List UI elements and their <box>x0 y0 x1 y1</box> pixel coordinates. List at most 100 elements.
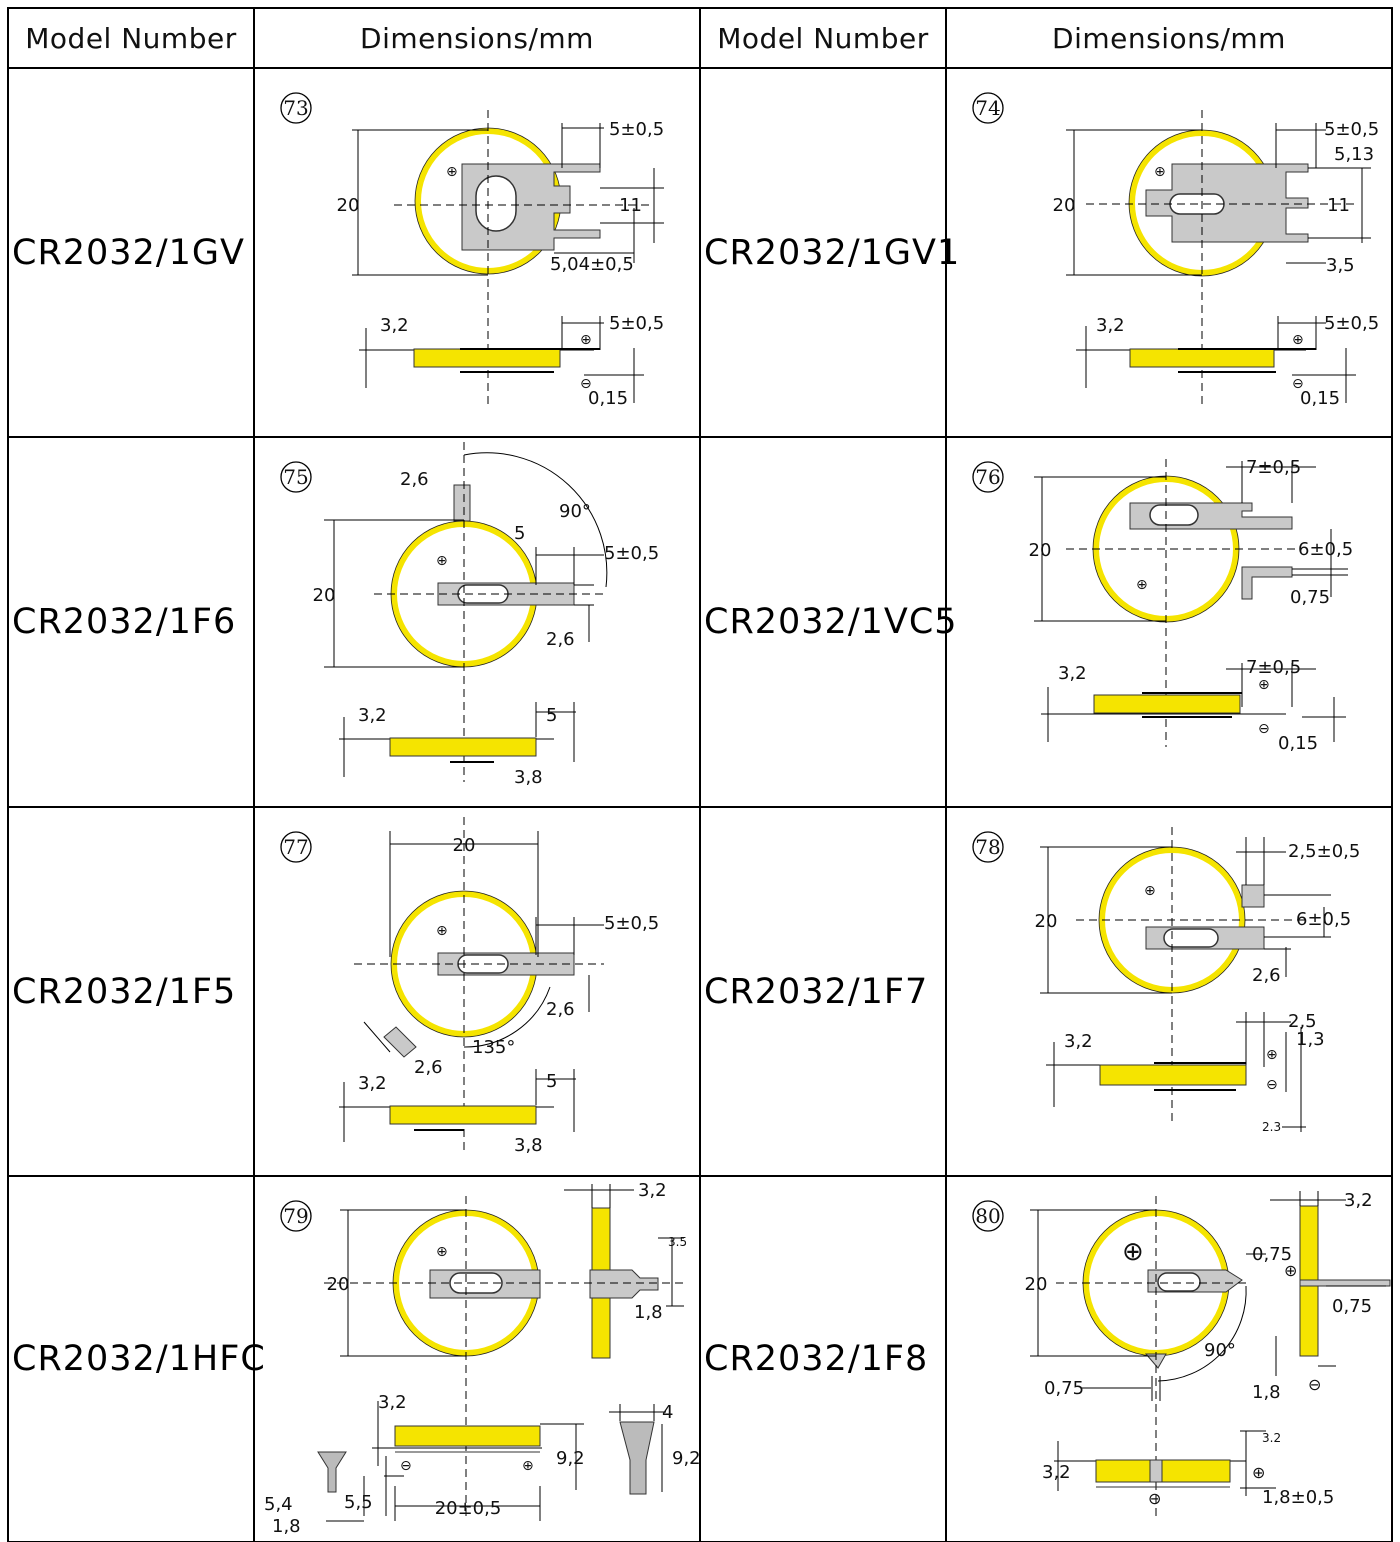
label-0: 2,6 <box>400 469 429 490</box>
header-model-number-2: Model Number <box>717 21 929 55</box>
drawing-number: 73 <box>283 96 308 120</box>
label-1: 5,13 <box>1334 144 1374 165</box>
label-5: 5±0,5 <box>609 313 664 334</box>
label-4: 90° <box>1204 1340 1236 1361</box>
label-0: 2,5±0,5 <box>1288 841 1360 862</box>
label-8: 3,2 <box>1042 1462 1071 1483</box>
svg-text:⊖: ⊖ <box>1308 1375 1321 1394</box>
label-3: 1,8 <box>634 1302 663 1323</box>
header-dimensions-1: Dimensions/mm <box>360 21 594 55</box>
label-6: 9,2 <box>672 1448 700 1469</box>
model-cr2032-1f5: CR2032/1F5 <box>12 971 237 1012</box>
label-2: 0,75 <box>1252 1244 1292 1265</box>
label-7: 5 <box>546 705 557 726</box>
label-2: 11 <box>619 195 642 216</box>
label-10: 20±0,5 <box>435 1498 502 1519</box>
label-7: 0,15 <box>1300 388 1340 409</box>
model-cr2032-1vc5: CR2032/1VC5 <box>704 602 958 642</box>
svg-text:⊕: ⊕ <box>1252 1463 1265 1482</box>
drawing-number: 80 <box>975 1204 1000 1228</box>
svg-text:⊕: ⊕ <box>446 164 458 180</box>
svg-text:⊖: ⊖ <box>1148 1489 1161 1508</box>
label-2: 5 <box>514 523 525 544</box>
label-5: 2,6 <box>546 629 575 650</box>
label-6: 1,8 <box>1252 1382 1281 1403</box>
label-0: 3,2 <box>1344 1190 1373 1211</box>
label-5: 4 <box>662 1402 673 1423</box>
svg-text:⊕: ⊕ <box>1258 677 1270 693</box>
label-7: 2.3 <box>1262 1120 1281 1134</box>
svg-text:⊕: ⊕ <box>1136 577 1148 593</box>
svg-text:⊕: ⊕ <box>436 553 448 569</box>
svg-text:⊕: ⊕ <box>436 923 448 939</box>
drawing-number: 74 <box>975 96 1000 120</box>
label-5: 1,3 <box>1296 1029 1325 1050</box>
drawing-73: 73 ⊕ 5±0,5 20 11 5,04±0,5 3,2 5±0,5 ⊕ ⊖ … <box>280 92 664 409</box>
label-3: 5,04±0,5 <box>550 254 634 275</box>
label-6: 5±0,5 <box>1324 313 1379 334</box>
label-1: 20 <box>337 195 360 216</box>
label-4: 2,5 <box>1288 1011 1317 1032</box>
label-0: 3,2 <box>638 1180 667 1201</box>
label-1: 20 <box>327 1274 350 1295</box>
drawing-number: 75 <box>283 465 308 489</box>
label-3: 5±0,5 <box>604 543 659 564</box>
svg-text:⊕: ⊕ <box>522 1458 534 1474</box>
svg-text:⊕: ⊕ <box>580 332 592 348</box>
label-7: 9,2 <box>556 1448 585 1469</box>
svg-text:⊖: ⊖ <box>1292 376 1304 392</box>
label-0: 5±0,5 <box>1324 119 1379 140</box>
label-5: 3,2 <box>358 1073 387 1094</box>
label-4: 3,2 <box>1058 663 1087 684</box>
label-6: 0,15 <box>588 388 628 409</box>
label-0: 5±0,5 <box>609 119 664 140</box>
label-4: 3,2 <box>378 1392 407 1413</box>
svg-text:⊕: ⊕ <box>1292 332 1304 348</box>
label-8: 3,8 <box>514 767 543 788</box>
label-9: 5,5 <box>344 1492 373 1513</box>
label-11: 1,8 <box>272 1516 301 1537</box>
svg-text:⊖: ⊖ <box>580 376 592 392</box>
label-1: 5±0,5 <box>604 913 659 934</box>
label-4: 20 <box>313 585 336 606</box>
label-9: 1,8±0,5 <box>1262 1487 1334 1508</box>
label-7: 3.2 <box>1262 1431 1281 1445</box>
label-4: 3,5 <box>1326 255 1355 276</box>
model-cr2032-1gv1: CR2032/1GV1 <box>704 232 961 273</box>
label-4: 2,6 <box>414 1057 443 1078</box>
label-1: 20 <box>1025 1274 1048 1295</box>
label-6: 3,2 <box>358 705 387 726</box>
svg-text:⊕: ⊕ <box>1122 1237 1144 1267</box>
label-5: 7±0,5 <box>1246 657 1301 678</box>
svg-text:⊕: ⊕ <box>436 1244 448 1260</box>
model-cr2032-1f7: CR2032/1F7 <box>704 971 929 1012</box>
drawing-75: 75 ⊕ 2,6 90° 5 5±0,5 20 2,6 3,2 5 3,8 <box>280 442 659 788</box>
drawing-number-circle <box>280 92 312 124</box>
svg-text:⊕: ⊕ <box>1266 1047 1278 1063</box>
label-5: 0,75 <box>1044 1378 1084 1399</box>
svg-text:⊕: ⊕ <box>1284 1261 1297 1280</box>
label-0: 20 <box>453 835 476 856</box>
drawing-number: 77 <box>283 835 308 859</box>
drawing-77: 77 ⊕ 20 5±0,5 2,6 135° 2,6 3,2 5 3,8 <box>280 817 659 1156</box>
label-3: 0,75 <box>1332 1296 1372 1317</box>
header-model-number-1: Model Number <box>25 21 237 55</box>
label-2: 6±0,5 <box>1296 909 1351 930</box>
label-0: 7±0,5 <box>1246 457 1301 478</box>
label-3: 0,75 <box>1290 587 1330 608</box>
drawing-78: 78 ⊕ 2,5±0,5 20 6±0,5 2,6 2,5 1,3 ⊕ ⊖ 3,… <box>972 827 1360 1134</box>
label-2: 3.5 <box>668 1235 687 1249</box>
drawing-number: 79 <box>283 1204 308 1228</box>
model-cr2032-1gv: CR2032/1GV <box>12 232 245 273</box>
svg-text:⊕: ⊕ <box>1154 164 1166 180</box>
label-3: 135° <box>472 1037 515 1058</box>
drawing-74: 74 ⊕ 5±0,5 5,13 20 11 3,5 3,2 5±0,5 ⊕ ⊖ … <box>972 92 1379 409</box>
label-7: 3,8 <box>514 1135 543 1156</box>
drawing-number-circle <box>972 92 1004 124</box>
label-6: 0,15 <box>1278 733 1318 754</box>
label-6: 3,2 <box>1064 1031 1093 1052</box>
drawing-number: 78 <box>975 835 1000 859</box>
terminal-tab <box>1145 163 1309 243</box>
drawing-76: 76 ⊕ 7±0,5 20 6±0,5 0,75 3,2 7±0,5 ⊕ ⊖ 0… <box>972 457 1353 754</box>
